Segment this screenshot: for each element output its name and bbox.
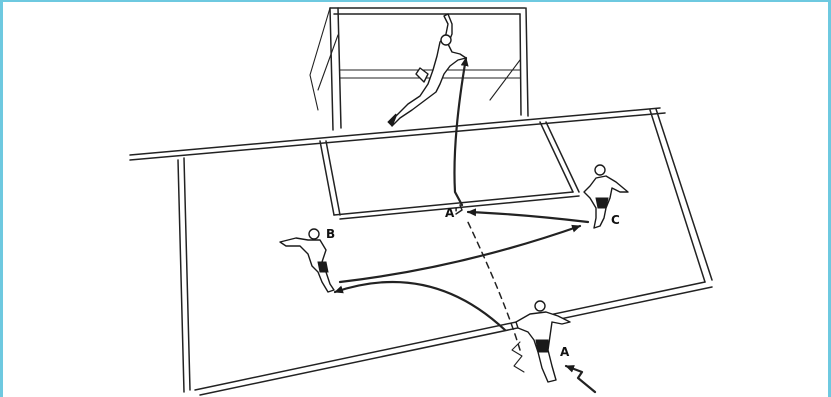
player-a-figure bbox=[516, 301, 570, 382]
label-player-c: C bbox=[611, 213, 620, 227]
pass-a-to-b bbox=[335, 282, 505, 330]
goal-area bbox=[320, 122, 579, 219]
label-player-a: A bbox=[560, 345, 570, 359]
penalty-area bbox=[178, 109, 712, 395]
dribble-in bbox=[566, 366, 595, 392]
player-c-figure bbox=[584, 165, 628, 228]
movement-lines bbox=[335, 58, 595, 392]
label-player-b: B bbox=[326, 227, 335, 241]
pass-b-to-c bbox=[340, 226, 580, 282]
pass-c-to-a-prime bbox=[468, 212, 588, 222]
label-point-a-prime: A' bbox=[445, 206, 458, 220]
a-run-squiggle bbox=[512, 342, 524, 372]
